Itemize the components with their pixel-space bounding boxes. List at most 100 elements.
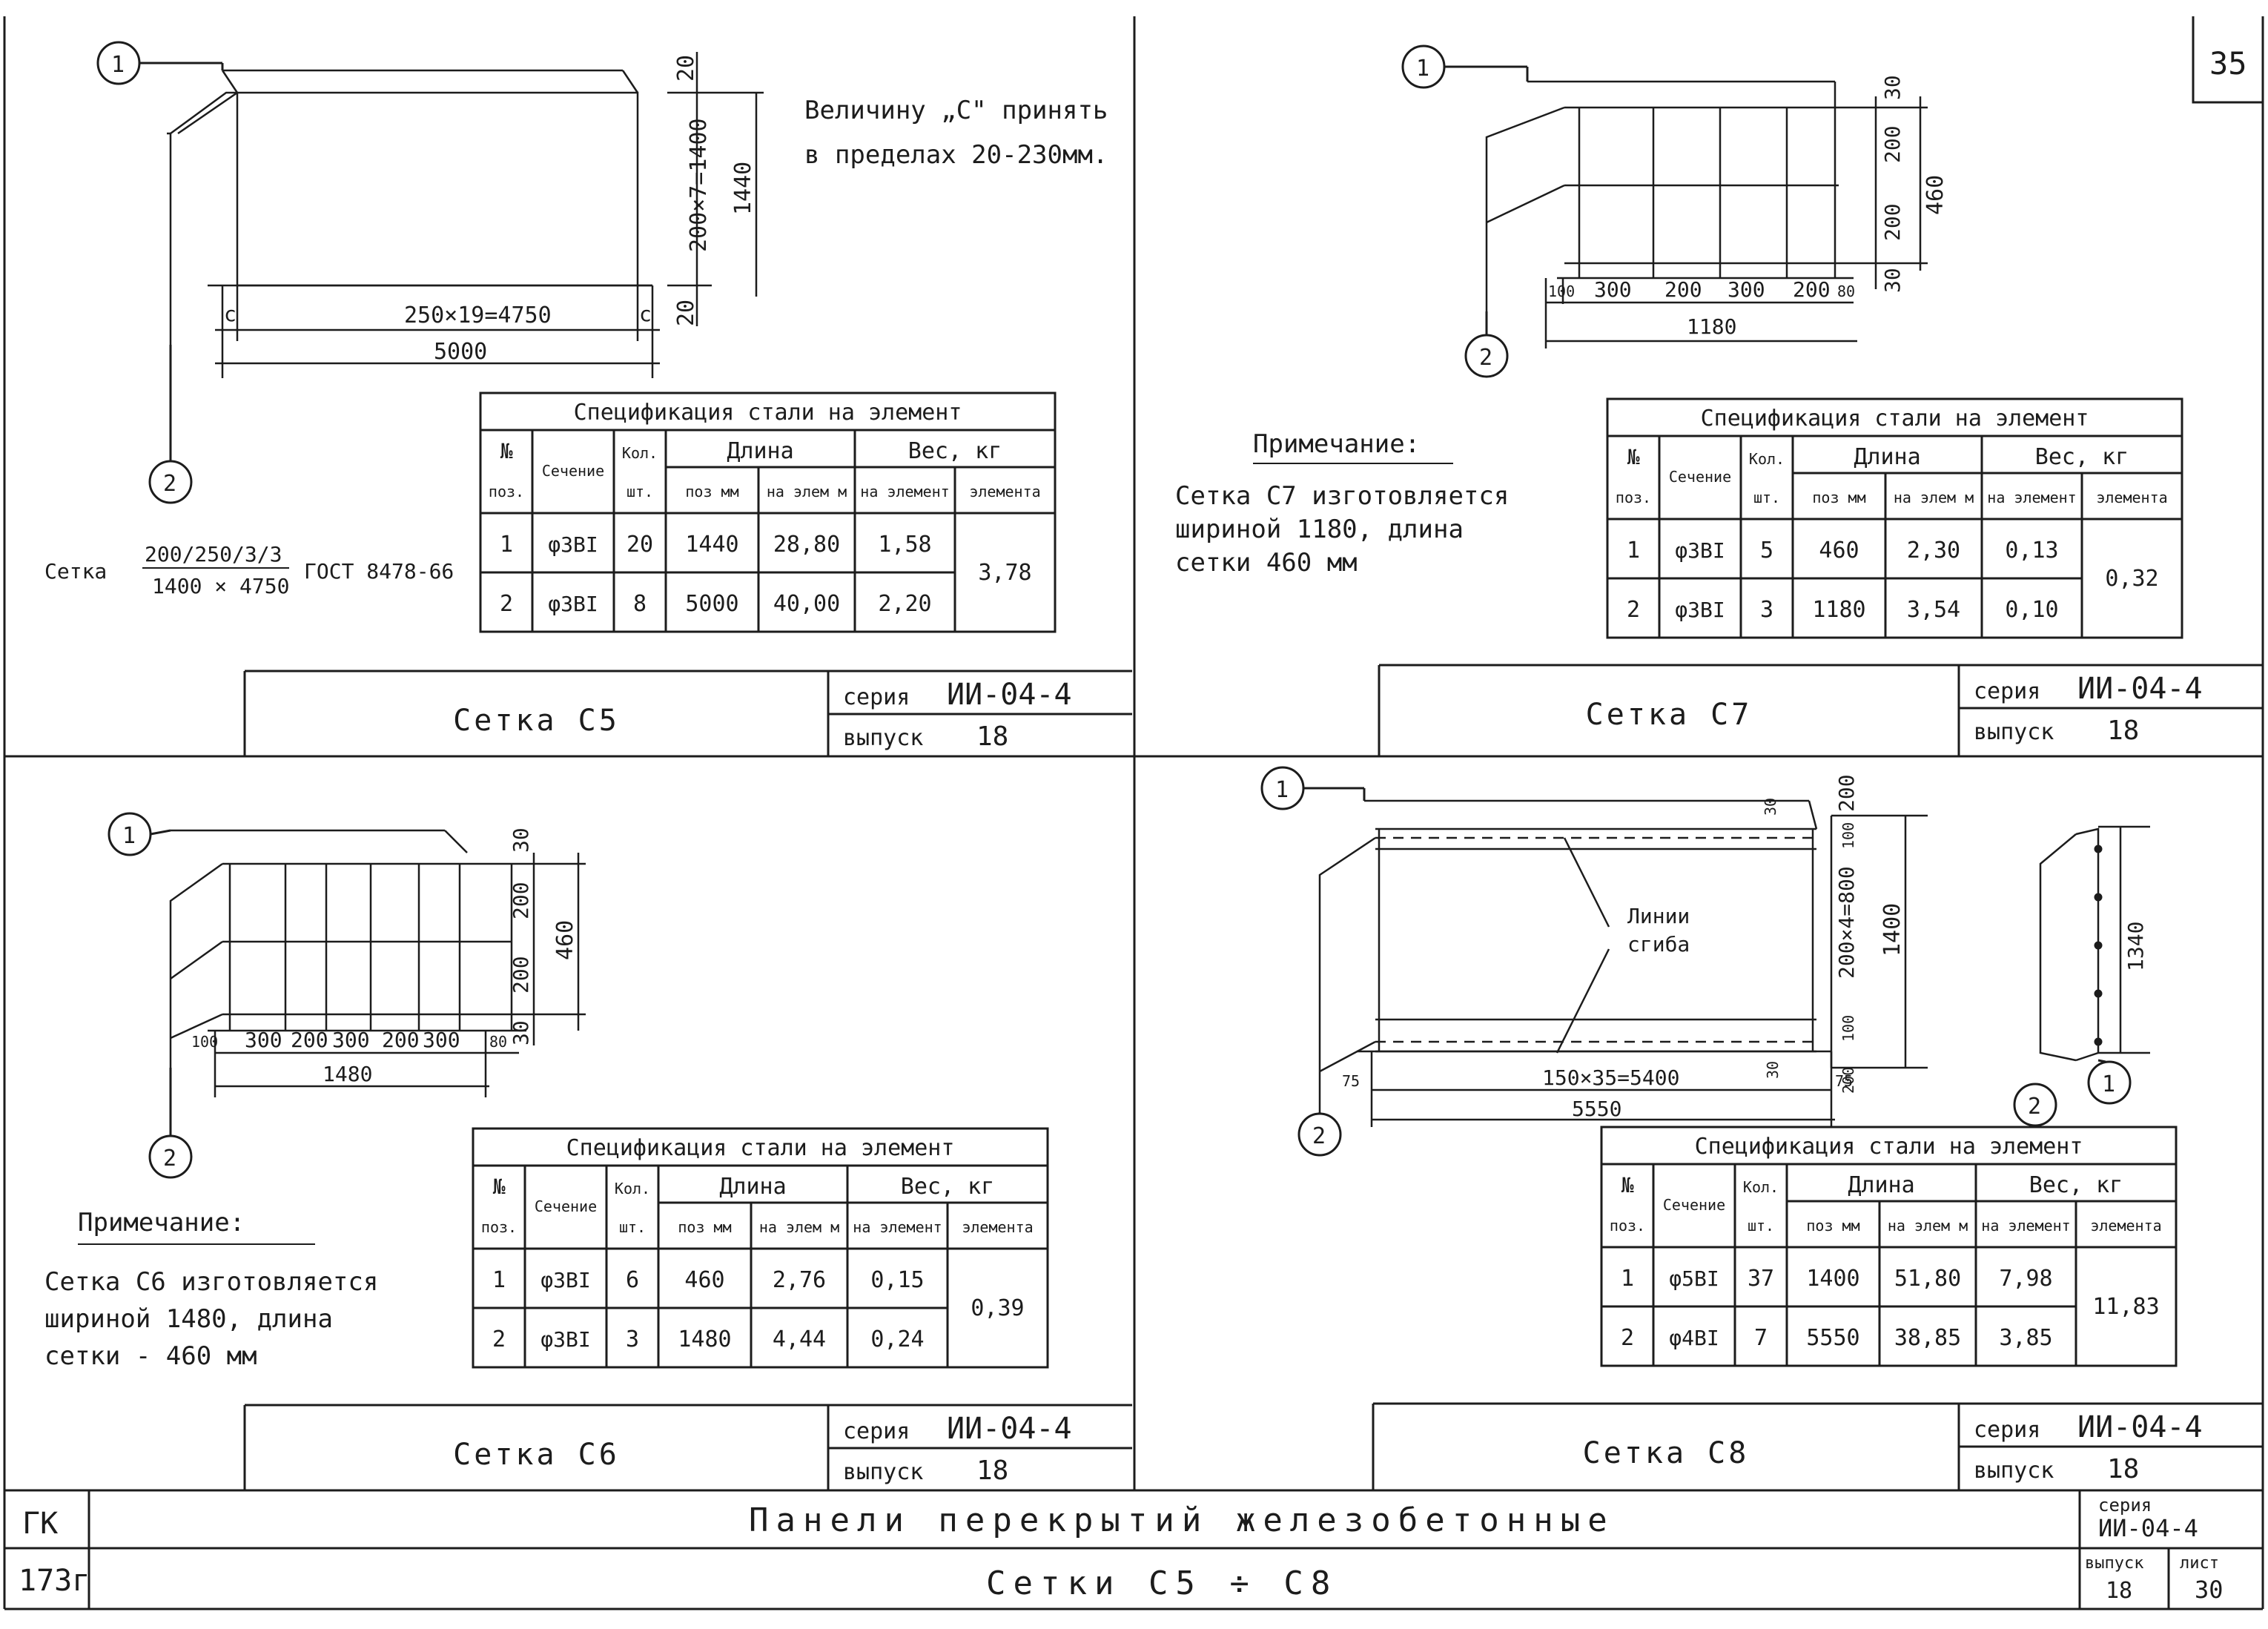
c8-dim-horizontal: 150×35=5400 bbox=[1542, 1065, 1679, 1090]
c5-spec-total: 3,78 bbox=[978, 560, 1031, 586]
c8-spec-total: 11,83 bbox=[2092, 1294, 2159, 1320]
c6-col-weight: Вес, кг bbox=[901, 1174, 994, 1200]
spec-tables-layer: Спецификация стали на элемент № поз. Сечени… bbox=[472, 391, 2183, 1369]
c7-stamp-series-value: ИИ-04-4 bbox=[2077, 672, 2203, 706]
c6-dim-top: 30 bbox=[509, 827, 533, 853]
c5-note-line2: в пределах 20-230мм. bbox=[804, 140, 1108, 170]
c7-col-length-elem: на элем м bbox=[1894, 489, 1974, 506]
c7-row-2-section: φ3ВI bbox=[1675, 598, 1725, 622]
c6-stamp-title: Сетка С6 bbox=[453, 1438, 620, 1472]
c8-row-1-len-pos: 1400 bbox=[1806, 1266, 1859, 1292]
c8-side-marker-1: 1 bbox=[2102, 1071, 2115, 1097]
c7-dim-mid2: 200 bbox=[1880, 203, 1905, 241]
title-block-name-line2: Сетки С5 ÷ С8 bbox=[986, 1564, 1338, 1602]
c7-dim-width: 1180 bbox=[1687, 314, 1736, 339]
c6-dim-s4: 300 bbox=[332, 1028, 370, 1052]
c8-col-no: № bbox=[1621, 1173, 1634, 1197]
c6-row-1-qty: 6 bbox=[626, 1267, 639, 1293]
c7-row-1-len-pos: 460 bbox=[1819, 538, 1859, 564]
c8-bend-line2: сгиба bbox=[1627, 932, 1690, 956]
c7-col-section: Сечение bbox=[1669, 468, 1731, 486]
c7-stamp-title: Сетка С7 bbox=[1586, 698, 1753, 732]
c6-col-length-elem: на элем м bbox=[759, 1218, 839, 1236]
c5-col-length-pos: поз мм bbox=[685, 483, 738, 500]
c8-dim-width: 5550 bbox=[1572, 1097, 1621, 1121]
c8-dim-vertical: 200×4=800 bbox=[1834, 866, 1859, 979]
c8-row-2-len-pos: 5550 bbox=[1806, 1325, 1859, 1351]
title-block-sheet-label: лист bbox=[2180, 1554, 2219, 1573]
c6-dim-height: 460 bbox=[552, 920, 578, 960]
c5-spec-title: Спецификация стали на элемент bbox=[574, 400, 962, 426]
c5-drawing bbox=[167, 52, 764, 378]
c7-spec-title: Спецификация стали на элемент bbox=[1701, 406, 2089, 432]
c5-row-2-section: φ3ВI bbox=[548, 592, 598, 616]
c6-spec-title: Спецификация стали на элемент bbox=[566, 1135, 955, 1161]
c8-col-no-2: поз. bbox=[1610, 1217, 1645, 1235]
c8-row-1-w-elem: 7,98 bbox=[1999, 1266, 2052, 1292]
c6-dim-s5: 200 bbox=[382, 1028, 420, 1052]
c8-col-section: Сечение bbox=[1663, 1196, 1725, 1214]
c5-dim-c-right: c bbox=[639, 302, 652, 326]
c6-col-qty: Кол. bbox=[615, 1180, 650, 1197]
title-block-series-label: серия bbox=[2098, 1495, 2152, 1516]
c5-row-2-qty: 8 bbox=[633, 591, 647, 617]
c7-col-length-pos: поз мм bbox=[1812, 489, 1865, 506]
c8-dim-height: 1400 bbox=[1879, 903, 1905, 956]
c7-row-2-pos: 2 bbox=[1627, 597, 1640, 623]
c6-marker-2: 2 bbox=[163, 1146, 176, 1172]
c7-spec-total: 0,32 bbox=[2105, 566, 2158, 592]
c8-dim-top: 200 bbox=[1834, 774, 1859, 812]
c7-dim-top: 30 bbox=[1880, 75, 1905, 100]
c6-dim-mid1: 200 bbox=[509, 882, 533, 919]
c8-col-weight: Вес, кг bbox=[2029, 1172, 2123, 1198]
c8-marker-1: 1 bbox=[1275, 777, 1289, 803]
c7-note-line3: сетки 460 мм bbox=[1175, 548, 1358, 578]
c5-dim-bottom: 20 bbox=[673, 300, 699, 326]
c7-spec-table: Спецификация стали на элемент№поз.Сечени… bbox=[1606, 397, 2183, 639]
c6-note-line1: Сетка С6 изготовляется bbox=[44, 1267, 378, 1297]
c6-col-length: Длина bbox=[719, 1174, 786, 1200]
c6-row-2-pos: 2 bbox=[492, 1326, 506, 1352]
c5-col-section: Сечение bbox=[542, 462, 604, 480]
c5-dim-c-left: c bbox=[224, 302, 237, 326]
c6-stamp-issue-label: выпуск bbox=[843, 1459, 923, 1485]
c5-row-2-pos: 2 bbox=[500, 591, 513, 617]
c7-dim-height: 460 bbox=[1922, 175, 1948, 215]
title-block-issue-label: выпуск bbox=[2085, 1554, 2143, 1573]
c6-col-no: № bbox=[493, 1174, 506, 1199]
c8-stamp-issue-value: 18 bbox=[2107, 1454, 2139, 1484]
c6-dim-s1: 100 bbox=[191, 1033, 218, 1051]
c6-row-1-len-elem: 2,76 bbox=[773, 1267, 826, 1293]
c5-stamp-title: Сетка С5 bbox=[453, 704, 620, 738]
c7-row-1-w-elem: 0,13 bbox=[2005, 538, 2058, 564]
c7-row-1-qty: 5 bbox=[1760, 538, 1773, 564]
c5-col-qty-2: шт. bbox=[626, 483, 653, 500]
title-block-series-value: ИИ-04-4 bbox=[2098, 1514, 2198, 1542]
c5-stamp-series-label: серия bbox=[843, 684, 910, 710]
c5-col-weight: Вес, кг bbox=[908, 438, 1002, 464]
c7-row-1-len-elem: 2,30 bbox=[1907, 538, 1960, 564]
c6-drawing bbox=[169, 829, 586, 1097]
c8-bend-line1: Линии bbox=[1627, 904, 1690, 928]
c6-row-2-qty: 3 bbox=[626, 1326, 639, 1352]
c8-row-2-pos: 2 bbox=[1621, 1325, 1634, 1351]
c5-markers bbox=[96, 41, 224, 504]
c5-col-qty: Кол. bbox=[622, 444, 658, 462]
c8-markers bbox=[1260, 766, 2132, 1157]
c8-drawing bbox=[1318, 799, 2150, 1127]
c7-col-length: Длина bbox=[1854, 444, 1920, 470]
c5-stamp-issue-value: 18 bbox=[976, 721, 1008, 752]
c6-stamp-series-value: ИИ-04-4 bbox=[947, 1412, 1072, 1446]
c5-col-length-elem: на элем м bbox=[767, 483, 847, 500]
c5-mesh-label: Сетка bbox=[44, 559, 107, 584]
c6-markers bbox=[108, 812, 193, 1179]
c5-mesh-gost: ГОСТ 8478-66 bbox=[304, 559, 454, 584]
c5-row-2-len-pos: 5000 bbox=[685, 591, 738, 617]
c8-col-weight-total: элемента bbox=[2090, 1217, 2161, 1235]
c7-row-2-len-elem: 3,54 bbox=[1907, 597, 1960, 623]
c7-dim-s4: 300 bbox=[1728, 277, 1765, 302]
c7-row-2-qty: 3 bbox=[1760, 597, 1773, 623]
